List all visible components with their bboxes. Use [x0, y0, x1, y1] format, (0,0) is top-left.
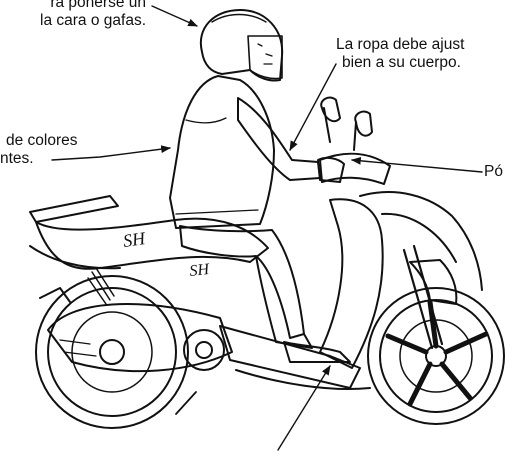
- clothing-fit-label-line1: La ropa debe ajust: [336, 36, 465, 53]
- helmet-leader-line: [151, 5, 198, 27]
- colors-label-line1: de colores: [6, 132, 78, 149]
- right-edge-label: Pó: [484, 163, 503, 181]
- clothing-fit-label: La ropa debe ajust bien a su cuerpo.: [336, 36, 464, 72]
- clothing-leader-line: [289, 63, 337, 151]
- right-edge-label-line1: Pó: [484, 163, 503, 180]
- rider-legs: [179, 225, 305, 339]
- colors-label-line2: ntes.: [0, 150, 34, 167]
- front-wheel: [367, 287, 505, 425]
- model-badge-secondary: SH: [189, 261, 212, 280]
- colors-leader-line: [51, 145, 171, 161]
- rider-arm: [237, 97, 321, 181]
- rider: [169, 9, 351, 363]
- helmet-label: ra ponerse un la cara o gafas.: [0, 0, 146, 30]
- jacket: [169, 75, 275, 229]
- clothing-fit-label-line2: bien a su cuerpo.: [342, 54, 461, 71]
- rear-wheel: [35, 275, 189, 429]
- helmet-visor: [247, 35, 283, 80]
- model-badge: SH: [122, 228, 148, 251]
- helmet-label-line2: la cara o gafas.: [40, 12, 146, 29]
- rider-shoe: [283, 341, 351, 363]
- right-leader-line: [351, 156, 483, 173]
- helmet-label-line1: ra ponerse un: [50, 0, 146, 11]
- scooter-body: SH SH: [29, 96, 483, 415]
- colors-label: de colores ntes.: [0, 132, 78, 168]
- floor-leader-line: [277, 365, 331, 451]
